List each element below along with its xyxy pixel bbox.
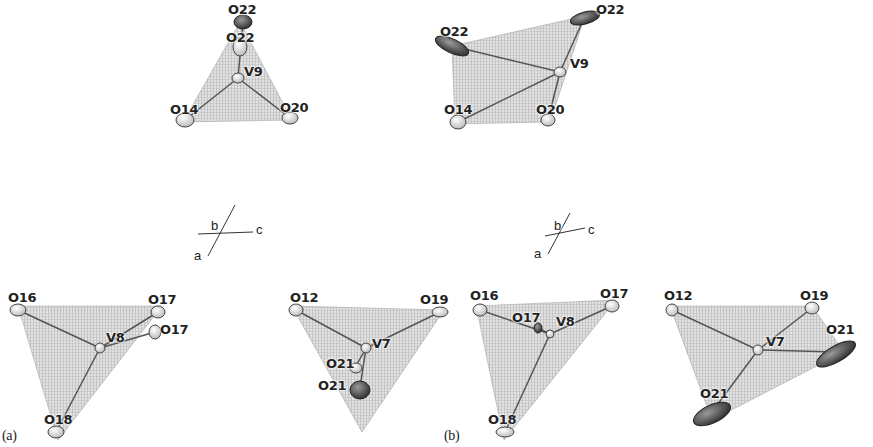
atom-label: O18 bbox=[488, 412, 516, 427]
atom-label: V7 bbox=[766, 334, 785, 349]
atom-label: V9 bbox=[570, 56, 589, 71]
atom-label: O21 bbox=[700, 386, 728, 401]
atom-label: O14 bbox=[444, 102, 472, 117]
atom-label: O12 bbox=[290, 290, 318, 305]
axis-label: c bbox=[588, 222, 594, 237]
panel-label: (b) bbox=[444, 428, 459, 443]
tetrahedron-a-left bbox=[10, 304, 165, 440]
atom-label: O17 bbox=[148, 292, 176, 307]
tetrahedron-b-right bbox=[666, 302, 859, 431]
atom-label: V8 bbox=[106, 330, 125, 345]
atom-label: O21 bbox=[826, 322, 854, 337]
atom-label: O22 bbox=[226, 30, 254, 45]
axis-label: b bbox=[554, 218, 561, 233]
axis-cross bbox=[545, 213, 585, 254]
atom-label: O12 bbox=[664, 288, 692, 303]
atom-label: O19 bbox=[800, 288, 828, 303]
atom-label: O17 bbox=[600, 286, 628, 301]
axis-label: b bbox=[211, 218, 218, 233]
tetrahedron-b-top bbox=[433, 8, 601, 129]
panel-label: (a) bbox=[2, 428, 17, 443]
atom-label: O21 bbox=[326, 356, 354, 371]
tetrahedron-a-right bbox=[289, 304, 448, 432]
axis-label: a bbox=[194, 248, 201, 263]
tetrahedron-b-left bbox=[473, 300, 619, 440]
atom-label: V8 bbox=[556, 314, 575, 329]
atom-label: O21 bbox=[318, 378, 346, 393]
atom-label: V9 bbox=[244, 64, 263, 79]
atom-label: O16 bbox=[470, 288, 498, 303]
atom-label: O19 bbox=[420, 292, 448, 307]
atom-label: O20 bbox=[280, 100, 308, 115]
atom-label: O14 bbox=[170, 102, 198, 117]
axis-cross bbox=[198, 205, 253, 256]
atom-label: V7 bbox=[372, 336, 391, 351]
atom-label: O20 bbox=[536, 102, 564, 117]
atom-label: O16 bbox=[8, 290, 36, 305]
atom-label: O17 bbox=[512, 310, 540, 325]
axis-label: a bbox=[534, 246, 541, 261]
atom-label: O18 bbox=[44, 412, 72, 427]
atom-label: O17 bbox=[160, 322, 188, 337]
atom-label: O22 bbox=[440, 24, 468, 39]
atom-label: O22 bbox=[228, 2, 256, 17]
axis-label: c bbox=[256, 222, 262, 237]
atom-label: O22 bbox=[596, 2, 624, 17]
